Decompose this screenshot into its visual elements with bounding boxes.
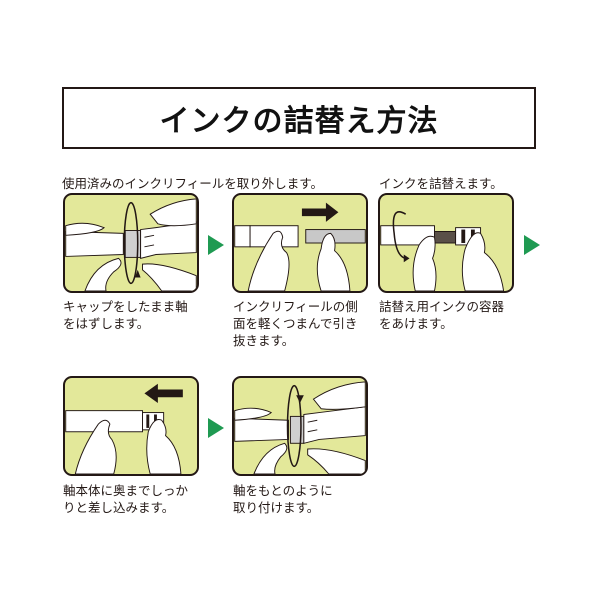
step-5-caption: 軸をもとのように 取り付けます。	[233, 483, 333, 515]
triangle-right-icon	[208, 235, 224, 255]
step-1-illustration	[63, 193, 199, 293]
step-3-illustration	[378, 193, 514, 293]
step-4-illustration	[63, 376, 199, 476]
step-2-caption: インクリフィールの側 面を軽くつまんで引き 抜きます。	[233, 299, 358, 348]
step-5-illustration	[232, 376, 368, 476]
step-3-caption: 詰替え用インクの容器 をあけます。	[379, 299, 505, 331]
pull-refill-right-arrow-icon	[234, 202, 366, 291]
page-title: インクの詰替え方法	[159, 104, 439, 139]
triangle-right-icon	[208, 418, 224, 438]
step-2-illustration	[232, 193, 368, 293]
section-heading-remove: 使用済みのインクリフィールを取り外します。	[62, 176, 324, 191]
open-ink-container-icon	[380, 211, 505, 291]
triangle-right-icon	[524, 235, 540, 255]
section-heading-refill: インクを詰替えます。	[379, 176, 503, 191]
step-1-caption: キャップをしたまま軸 をはずします。	[63, 299, 188, 331]
insert-refill-left-arrow-icon	[65, 383, 183, 474]
rotate-barrel-off-icon	[65, 198, 197, 291]
rotate-barrel-on-icon	[234, 381, 366, 474]
title-box: インクの詰替え方法	[62, 87, 536, 149]
step-4-caption: 軸本体に奥までしっか りと差し込みます。	[63, 483, 189, 515]
